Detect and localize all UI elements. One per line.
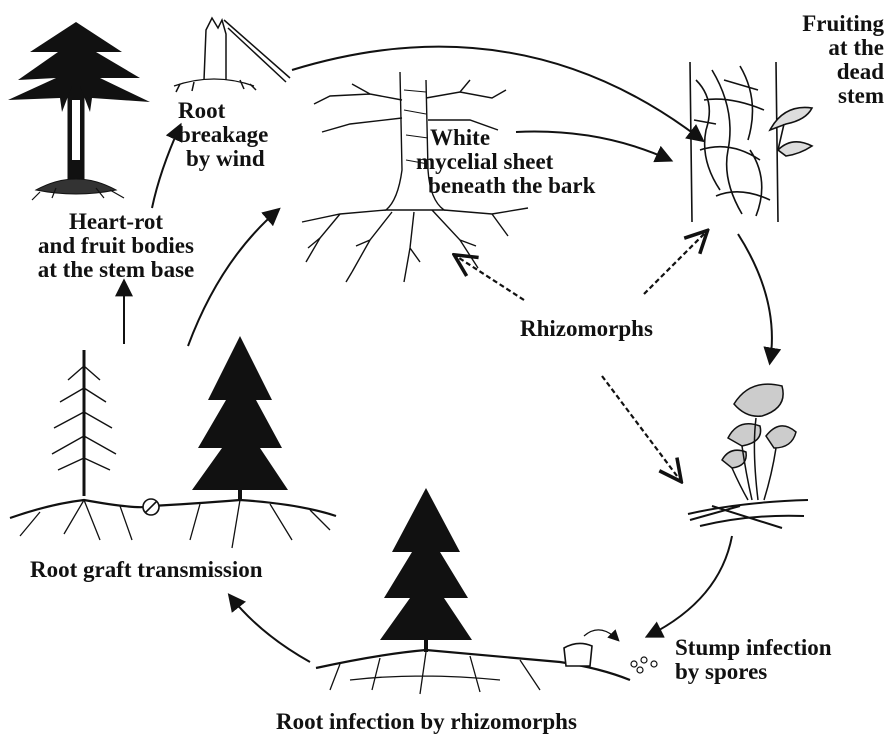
arrow-cluster-to-stump: [648, 536, 732, 636]
dashed-arrow-to-cluster: [602, 376, 680, 480]
label-root-infection: Root infection by rhizomorphs: [276, 710, 577, 734]
heart-rot-tree-illustration: [8, 22, 150, 200]
broken-stump-illustration: [174, 18, 290, 92]
dashed-arrow-to-dead-tree: [456, 256, 524, 300]
label-heart-rot: Heart-rot and fruit bodies at the stem b…: [6, 210, 226, 282]
label-white-mycelial-sheet: White mycelial sheet beneath the bark: [416, 126, 595, 198]
label-root-graft-transmission: Root graft transmission: [30, 558, 263, 582]
fruit-body-cluster-illustration: [688, 384, 808, 528]
arrow-fruiting-to-cluster: [738, 234, 772, 362]
label-stump-infection: Stump infection by spores: [675, 636, 832, 684]
dashed-arrow-to-stem: [644, 232, 706, 294]
label-rhizomorphs: Rhizomorphs: [520, 317, 653, 341]
label-fruiting-dead-stem: Fruiting at the dead stem: [778, 12, 884, 108]
rhizomorph-arrows: [456, 232, 706, 480]
root-graft-illustration: [10, 336, 336, 548]
arrow-heartrot-to-breakage: [152, 126, 180, 208]
root-infection-illustration: [316, 488, 657, 694]
label-root-breakage: Root breakage by wind: [178, 99, 268, 171]
arrow-infection-to-graft: [230, 596, 310, 662]
